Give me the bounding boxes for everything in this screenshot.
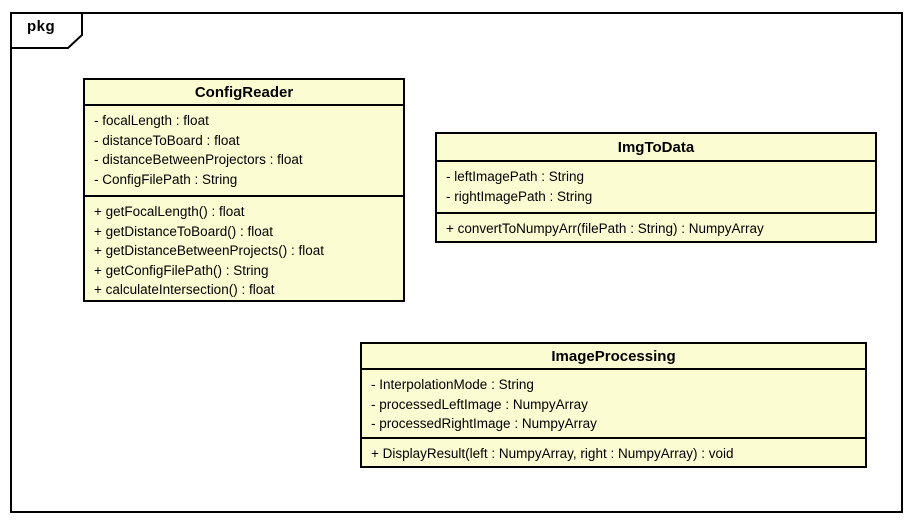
attribute: - ConfigFilePath : String — [94, 171, 238, 187]
attributes-section: - leftImagePath : String - rightImagePat… — [437, 162, 875, 214]
attribute: - processedLeftImage : NumpyArray — [371, 396, 588, 412]
attribute: - processedRightImage : NumpyArray — [371, 416, 597, 431]
methods-section: + convertToNumpyArr(filePath : String) :… — [437, 214, 875, 241]
attribute: - focalLength : float — [94, 113, 209, 128]
attributes-section: - InterpolationMode : String - processed… — [362, 370, 865, 439]
class-name: ImgToData — [437, 134, 875, 162]
attribute: - rightImagePath : String — [446, 188, 593, 204]
attributes-section: - focalLength : float - distanceToBoard … — [85, 106, 403, 197]
method: + DisplayResult(left : NumpyArray, right… — [371, 446, 734, 461]
attribute: - InterpolationMode : String — [371, 377, 534, 392]
method: + calculateIntersection() : float — [94, 282, 275, 297]
methods-section: + getFocalLength() : float + getDistance… — [85, 197, 403, 300]
class-name: ImageProcessing — [362, 344, 865, 370]
methods-section: + DisplayResult(left : NumpyArray, right… — [362, 439, 865, 466]
class-box-imageprocessing: ImageProcessing - InterpolationMode : St… — [360, 342, 867, 468]
method: + getFocalLength() : float — [94, 204, 245, 219]
class-box-imgtodata: ImgToData - leftImagePath : String - rig… — [435, 132, 877, 243]
attribute: - distanceToBoard : float — [94, 132, 240, 148]
class-name: ConfigReader — [85, 80, 403, 106]
method: + getDistanceBetweenProjects() : float — [94, 243, 324, 258]
method: + getConfigFilePath() : String — [94, 262, 269, 278]
attribute: - leftImagePath : String — [446, 169, 585, 184]
method: + convertToNumpyArr(filePath : String) :… — [446, 221, 764, 236]
method: + getDistanceToBoard() : float — [94, 223, 273, 239]
package-label: pkg — [27, 18, 56, 35]
package-tab-icon — [10, 12, 83, 49]
attribute: - distanceBetweenProjectors : float — [94, 152, 303, 167]
class-box-configreader: ConfigReader - focalLength : float - dis… — [83, 78, 405, 302]
